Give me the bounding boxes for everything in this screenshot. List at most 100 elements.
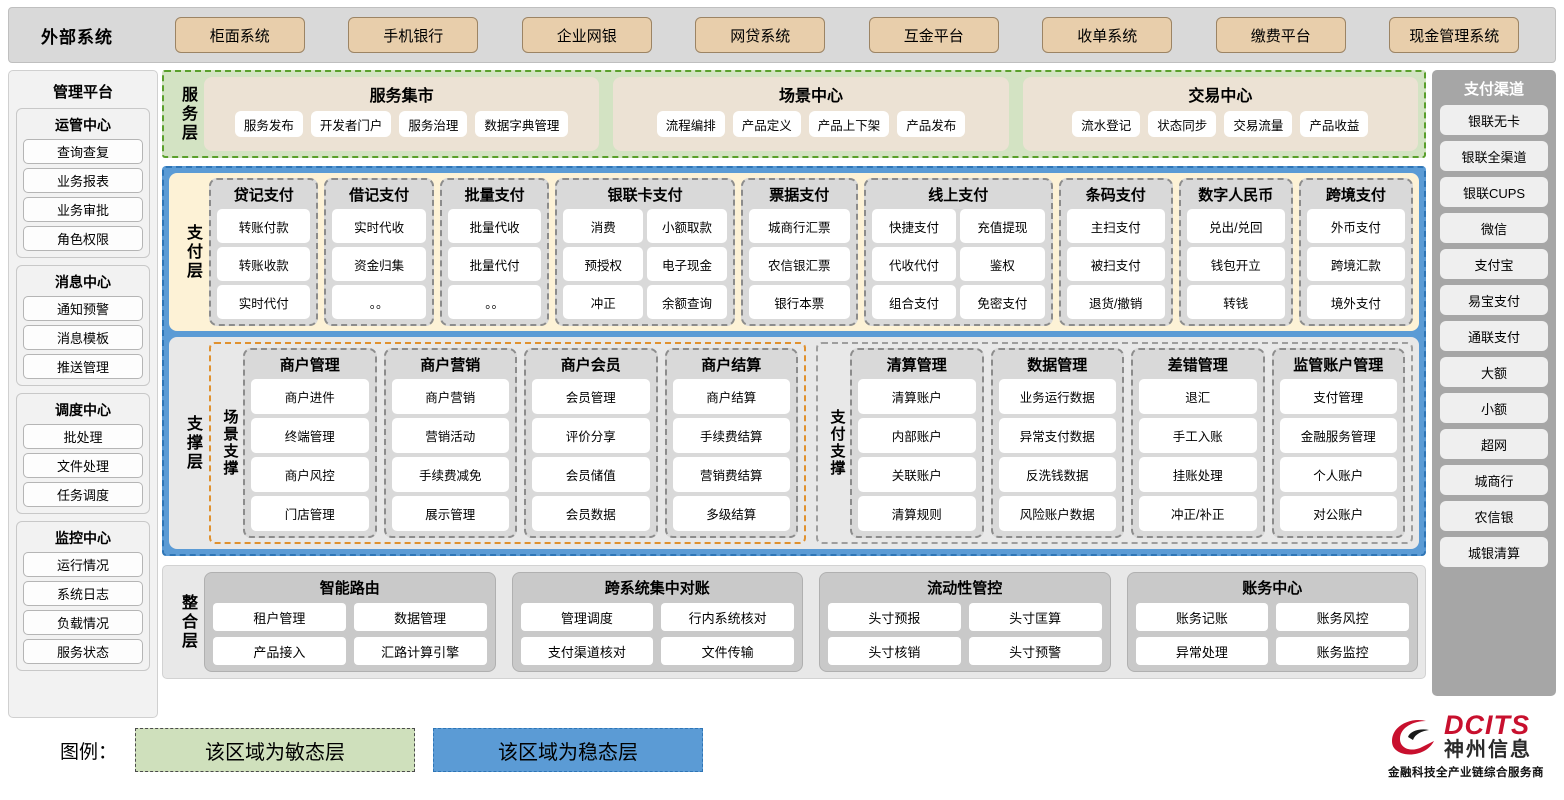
support-item[interactable]: 评价分享 [532, 418, 650, 453]
payment-channel-item[interactable]: 通联支付 [1440, 321, 1548, 351]
payment-channel-item[interactable]: 城银清算 [1440, 537, 1548, 567]
management-menu-item[interactable]: 消息模板 [23, 325, 143, 350]
external-system-chip[interactable]: 手机银行 [348, 17, 479, 53]
payment-item[interactable]: 电子现金 [647, 247, 727, 281]
payment-item[interactable]: 组合支付 [871, 285, 957, 319]
support-item[interactable]: 对公账户 [1279, 496, 1397, 531]
integration-item[interactable]: 账务记账 [1135, 603, 1269, 631]
external-system-chip[interactable]: 缴费平台 [1215, 17, 1346, 53]
support-item[interactable]: 冲正/补正 [1139, 496, 1257, 531]
support-item[interactable]: 营销费结算 [672, 457, 790, 492]
integration-item[interactable]: 头寸预警 [968, 637, 1102, 665]
management-menu-item[interactable]: 业务审批 [23, 197, 143, 222]
support-item[interactable]: 展示管理 [391, 496, 509, 531]
management-menu-item[interactable]: 任务调度 [23, 482, 143, 507]
service-item[interactable]: 数据字典管理 [475, 111, 569, 137]
payment-item[interactable]: 消费 [563, 209, 644, 243]
payment-channel-item[interactable]: 超网 [1440, 429, 1548, 459]
integration-item[interactable]: 头寸预报 [828, 603, 961, 631]
support-item[interactable]: 个人账户 [1279, 457, 1397, 492]
payment-item[interactable]: 境外支付 [1306, 285, 1405, 319]
payment-channel-item[interactable]: 大额 [1440, 357, 1548, 387]
service-item[interactable]: 开发者门户 [310, 111, 392, 137]
management-menu-item[interactable]: 通知预警 [23, 296, 143, 321]
payment-item[interactable]: 批量代付 [447, 247, 542, 281]
support-item[interactable]: 支付管理 [1279, 379, 1397, 414]
support-item[interactable]: 关联账户 [858, 457, 976, 492]
payment-item[interactable]: 快捷支付 [871, 209, 957, 243]
support-item[interactable]: 异常支付数据 [998, 418, 1116, 453]
service-item[interactable]: 状态同步 [1148, 111, 1217, 137]
payment-item[interactable]: 转账付款 [217, 209, 311, 243]
management-menu-item[interactable]: 查询查复 [23, 139, 143, 164]
support-item[interactable]: 手工入账 [1139, 418, 1257, 453]
external-system-chip[interactable]: 柜面系统 [174, 17, 305, 53]
external-system-chip[interactable]: 网贷系统 [695, 17, 826, 53]
payment-item[interactable]: 农信银汇票 [748, 247, 850, 281]
service-item[interactable]: 产品上下架 [808, 111, 890, 137]
support-item[interactable]: 会员储值 [532, 457, 650, 492]
support-item[interactable]: 门店管理 [251, 496, 369, 531]
support-item[interactable]: 会员管理 [532, 379, 650, 414]
payment-item[interactable]: 主扫支付 [1066, 209, 1165, 243]
support-item[interactable]: 金融服务管理 [1279, 418, 1397, 453]
management-menu-item[interactable]: 服务状态 [23, 639, 143, 664]
payment-item[interactable]: 转账收款 [217, 247, 311, 281]
integration-item[interactable]: 行内系统核对 [661, 603, 794, 631]
service-item[interactable]: 流水登记 [1072, 111, 1141, 137]
external-system-chip[interactable]: 互金平台 [868, 17, 999, 53]
payment-item[interactable]: 实时代付 [217, 285, 311, 319]
support-item[interactable]: 手续费减免 [391, 457, 509, 492]
support-item[interactable]: 会员数据 [532, 496, 650, 531]
payment-channel-item[interactable]: 微信 [1440, 213, 1548, 243]
payment-item[interactable]: 兑出/兑回 [1186, 209, 1285, 243]
payment-channel-item[interactable]: 城商行 [1440, 465, 1548, 495]
payment-item[interactable]: 预授权 [563, 247, 644, 281]
support-item[interactable]: 退汇 [1139, 379, 1257, 414]
integration-item[interactable]: 异常处理 [1135, 637, 1269, 665]
payment-item[interactable]: 余额查询 [647, 285, 727, 319]
payment-item[interactable]: 。。 [447, 285, 542, 319]
payment-item[interactable]: 退货/撤销 [1066, 285, 1165, 319]
payment-item[interactable]: 免密支付 [960, 285, 1045, 319]
integration-item[interactable]: 产品接入 [213, 637, 346, 665]
payment-channel-item[interactable]: 支付宝 [1440, 249, 1548, 279]
payment-item[interactable]: 鉴权 [960, 247, 1045, 281]
integration-item[interactable]: 账务监控 [1276, 637, 1409, 665]
integration-item[interactable]: 管理调度 [520, 603, 654, 631]
integration-item[interactable]: 汇路计算引擎 [353, 637, 487, 665]
management-menu-item[interactable]: 业务报表 [23, 168, 143, 193]
management-menu-item[interactable]: 文件处理 [23, 453, 143, 478]
payment-item[interactable]: 。。 [332, 285, 426, 319]
support-item[interactable]: 反洗钱数据 [998, 457, 1116, 492]
support-item[interactable]: 商户营销 [391, 379, 509, 414]
support-item[interactable]: 手续费结算 [672, 418, 790, 453]
payment-channel-item[interactable]: 小额 [1440, 393, 1548, 423]
external-system-chip[interactable]: 现金管理系统 [1389, 17, 1520, 53]
payment-item[interactable]: 城商行汇票 [748, 209, 850, 243]
management-menu-item[interactable]: 运行情况 [23, 552, 143, 577]
integration-item[interactable]: 头寸匡算 [968, 603, 1102, 631]
payment-item[interactable]: 银行本票 [748, 285, 850, 319]
integration-item[interactable]: 租户管理 [213, 603, 346, 631]
payment-item[interactable]: 转钱 [1186, 285, 1285, 319]
support-item[interactable]: 终端管理 [251, 418, 369, 453]
management-menu-item[interactable]: 负载情况 [23, 610, 143, 635]
integration-item[interactable]: 账务风控 [1276, 603, 1409, 631]
payment-item[interactable]: 代收代付 [871, 247, 957, 281]
payment-item[interactable]: 跨境汇款 [1306, 247, 1405, 281]
service-item[interactable]: 交易流量 [1224, 111, 1293, 137]
payment-item[interactable]: 实时代收 [332, 209, 426, 243]
payment-item[interactable]: 资金归集 [332, 247, 426, 281]
payment-channel-item[interactable]: 银联CUPS [1440, 177, 1548, 207]
payment-item[interactable]: 钱包开立 [1186, 247, 1285, 281]
service-item[interactable]: 服务治理 [399, 111, 468, 137]
support-item[interactable]: 风险账户数据 [998, 496, 1116, 531]
integration-item[interactable]: 文件传输 [661, 637, 794, 665]
support-item[interactable]: 内部账户 [858, 418, 976, 453]
payment-channel-item[interactable]: 农信银 [1440, 501, 1548, 531]
support-item[interactable]: 挂账处理 [1139, 457, 1257, 492]
service-item[interactable]: 产品收益 [1300, 111, 1369, 137]
external-system-chip[interactable]: 收单系统 [1042, 17, 1173, 53]
management-menu-item[interactable]: 批处理 [23, 424, 143, 449]
